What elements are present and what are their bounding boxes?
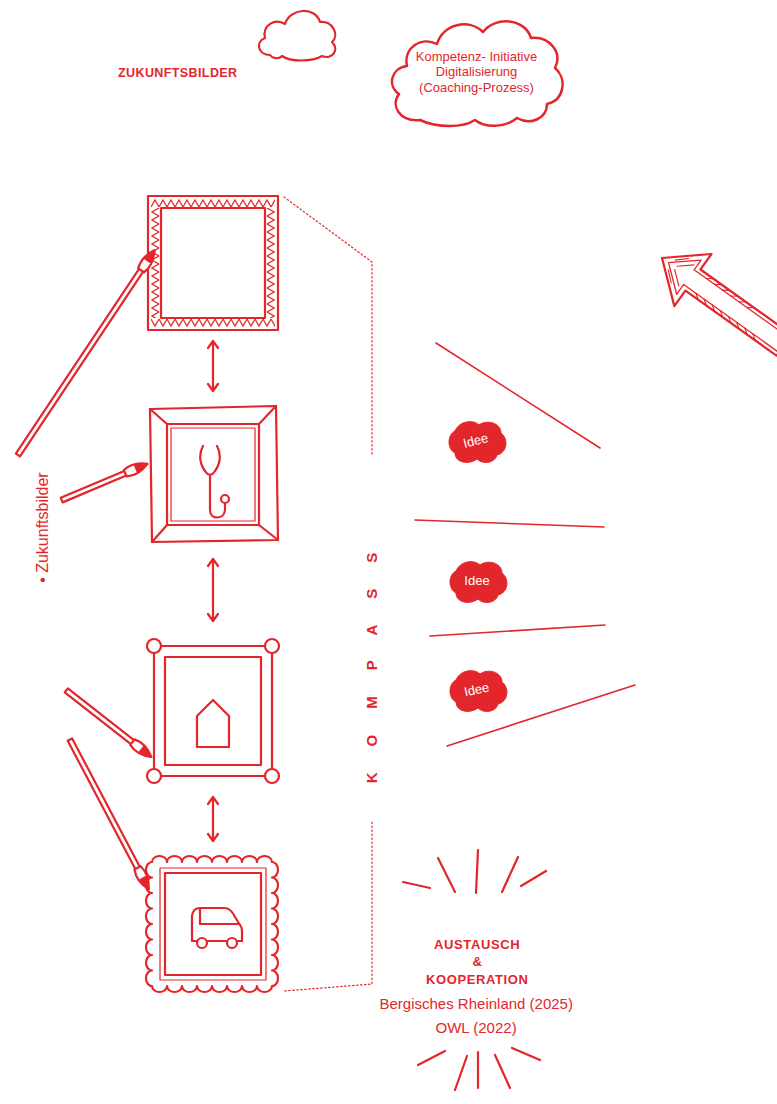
frame-zigzag: [266, 208, 275, 318]
compass-bracket: [284, 197, 372, 991]
idea-blob: Idee: [446, 666, 510, 714]
frame-inner: [165, 657, 261, 765]
picture-frame: [146, 856, 278, 992]
sunburst-ray: [418, 1048, 540, 1090]
heading: ZUKUNFTSBILDER: [118, 66, 237, 81]
cloud-note: Kompetenz- Initiative Digitalisierung (C…: [385, 8, 568, 130]
cloud-outline: [392, 21, 563, 126]
exchange-heading: AUSTAUSCH: [434, 937, 521, 953]
compass-label: KOMPASS: [363, 527, 381, 810]
frame-bevel: [150, 406, 278, 542]
blob-outline: [449, 422, 506, 463]
region-year: OWL (2022): [436, 1019, 517, 1037]
cooperation-heading: KOOPERATION: [426, 972, 529, 988]
frame-outline: [154, 646, 272, 776]
idea-blob: Idee: [446, 557, 510, 605]
stethoscope-icon: [200, 446, 225, 518]
frame-loop: [265, 769, 279, 783]
paint-brush: [14, 248, 159, 458]
frame-inner: [161, 208, 265, 318]
hatched-arrow: [643, 232, 777, 371]
double-arrow: [208, 559, 218, 621]
frame-outline: [148, 196, 278, 330]
frame-loop: [147, 639, 161, 653]
frame-outline: [146, 856, 278, 992]
idea-text: Idee: [462, 430, 490, 451]
stethoscope-icon: [221, 495, 229, 503]
frame-inner: [160, 868, 266, 980]
idea-text: Idee: [464, 573, 489, 589]
paint-brush: [66, 737, 153, 891]
paint-brush: [60, 459, 149, 504]
idea-text: Idee: [463, 680, 491, 701]
cloud-text: Kompetenz- Initiative Digitalisierung (C…: [412, 49, 542, 96]
ampersand: &: [473, 954, 482, 970]
idea-blob: Idee: [445, 417, 509, 465]
picture-frame: [150, 406, 278, 542]
car-icon: [192, 908, 242, 941]
picture-frame: [148, 196, 278, 330]
blob-outline: [450, 562, 507, 603]
frame-loop: [147, 769, 161, 783]
idea-line: [415, 520, 604, 527]
double-arrow: [208, 341, 218, 391]
frame-loop: [265, 639, 279, 653]
frame-inner: [167, 424, 259, 525]
frame-zigzag: [151, 318, 275, 327]
house-icon: [197, 700, 229, 747]
double-arrow: [208, 797, 218, 841]
frame-inner: [171, 428, 255, 521]
frame-inner: [165, 873, 261, 975]
frame-outline: [150, 406, 278, 542]
car-wheel: [197, 938, 207, 948]
empty-cloud: [259, 11, 335, 61]
car-wheel: [227, 938, 237, 948]
side-caption: • Zukunftsbilder: [32, 472, 51, 583]
frame-zigzag: [151, 199, 275, 208]
sunburst-ray: [403, 850, 546, 893]
picture-frame: [147, 639, 279, 783]
blob-outline: [450, 671, 507, 712]
region-year: Bergisches Rheinland (2025): [380, 995, 573, 1013]
idea-line: [430, 625, 605, 636]
